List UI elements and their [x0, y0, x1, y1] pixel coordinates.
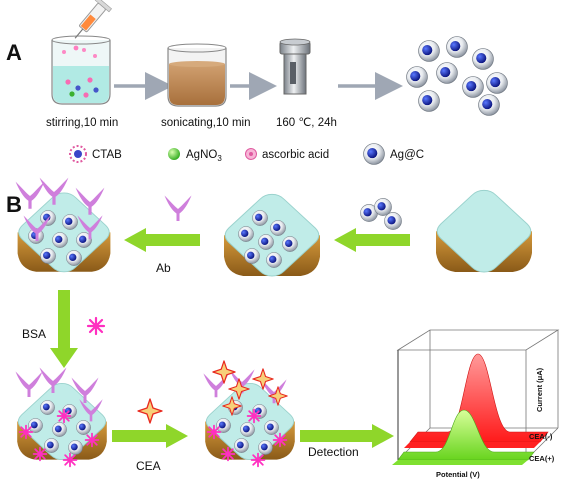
- green-arrow-bsa: [50, 290, 78, 368]
- agc-addition-particles: [360, 198, 402, 230]
- step-label-stirring: stirring,10 min: [46, 117, 118, 129]
- ascorbic-acid-icon: [245, 148, 257, 160]
- svg-text:Ag@C: Ag@C: [390, 149, 424, 161]
- agc-modified-electrode: [223, 193, 321, 277]
- cea-bound-electrode: [203, 360, 296, 468]
- step-label-heating: 160 ℃, 24h: [276, 117, 337, 129]
- trace-label-cea-negative: CEA(-): [529, 432, 553, 441]
- bsa-icon: [86, 316, 106, 336]
- bare-electrode: [435, 189, 533, 273]
- bsa-blocked-electrode: [15, 367, 108, 468]
- panel-a-label: A: [6, 40, 22, 65]
- antibody-immobilized-electrode: [15, 177, 111, 273]
- svg-text:CTAB: CTAB: [92, 149, 122, 161]
- panel-b-label: B: [6, 192, 22, 217]
- dpv-plot: Current (μA) Potential (V) CEA(-) CEA(+): [392, 329, 560, 479]
- autoclave-icon: [279, 38, 311, 95]
- svg-text:ascorbic acid: ascorbic acid: [262, 149, 329, 161]
- svg-text:AgNO3: AgNO3: [186, 149, 222, 163]
- syringe-icon: [73, 0, 112, 51]
- stirring-beaker: [51, 35, 111, 105]
- green-arrow-modify: [334, 228, 410, 252]
- ctab-icon: [69, 145, 87, 163]
- legend-agc: Ag@C: [363, 143, 424, 165]
- legend-agno3: AgNO3: [168, 148, 222, 163]
- trace-cea-positive: [392, 409, 535, 465]
- y-axis-label: Current (μA): [535, 367, 544, 412]
- legend-ascorbic-acid: ascorbic acid: [245, 148, 329, 161]
- legend-ctab: CTAB: [69, 145, 122, 163]
- agc-nanoparticle-cluster: [406, 36, 508, 116]
- step-label-sonicating: sonicating,10 min: [161, 117, 251, 129]
- step-label-detection: Detection: [308, 445, 359, 459]
- trace-label-cea-positive: CEA(+): [529, 454, 555, 463]
- step-label-bsa: BSA: [22, 327, 46, 341]
- step-label-ab: Ab: [156, 261, 171, 275]
- x-axis-label: Potential (V): [436, 470, 480, 479]
- antibody-icon: [164, 195, 192, 221]
- step-label-cea: CEA: [136, 459, 161, 473]
- cea-icon: [137, 398, 163, 424]
- agno3-icon: [168, 148, 180, 160]
- agc-icon: [363, 143, 385, 165]
- green-arrow-detection: [300, 424, 394, 448]
- sonicating-beaker: [167, 43, 227, 107]
- green-arrow-antibody: [124, 228, 200, 252]
- green-arrow-cea: [112, 424, 188, 448]
